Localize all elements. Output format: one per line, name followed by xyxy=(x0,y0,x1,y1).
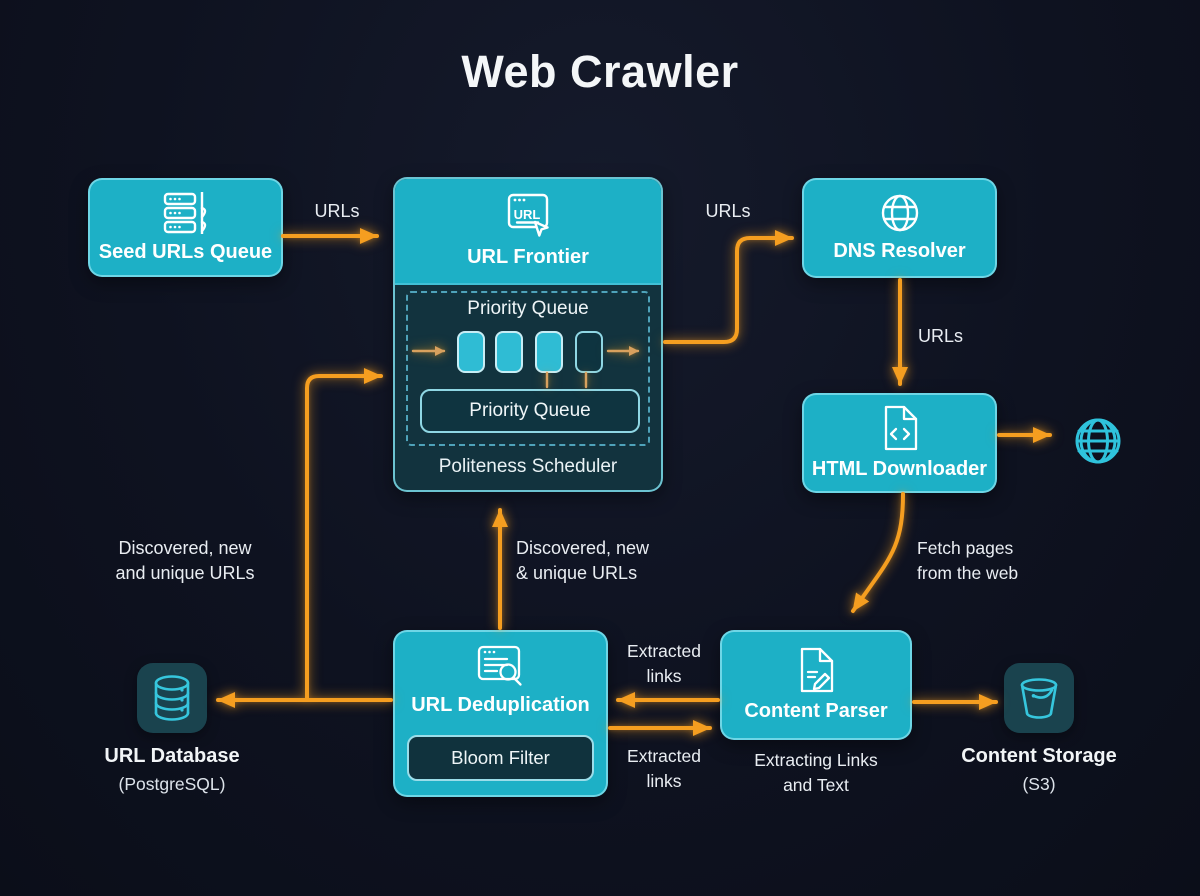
arrow-downloader-to-parser xyxy=(851,492,905,613)
content-parser-sublabel: Extracting Links and Text xyxy=(754,750,878,795)
edge-label-dns-to-downloader: URLs xyxy=(918,326,964,346)
edge-label-frontier-to-dns: URLs xyxy=(705,201,751,221)
queue-cell xyxy=(535,331,563,373)
code-file-icon xyxy=(884,405,917,451)
edge-label-extracted-links-top: Extracted links xyxy=(627,641,701,686)
url-database-label: URL Database xyxy=(104,745,240,767)
edge-label-discovered-center: Discovered, new & unique URLs xyxy=(516,538,650,583)
node-seed-urls-queue: Seed URLs Queue xyxy=(88,178,283,277)
node-label: Content Parser xyxy=(744,700,888,722)
internet-globe-icon xyxy=(1075,418,1121,464)
node-label: URL Deduplication xyxy=(411,694,590,716)
node-label: URL Frontier xyxy=(467,246,589,268)
node-dns-resolver: DNS Resolver xyxy=(802,178,997,278)
bucket-icon xyxy=(1020,678,1058,719)
node-html-downloader: HTML Downloader xyxy=(802,393,997,493)
priority-queue-dashed-box xyxy=(406,291,650,446)
node-url-deduplication: URL Deduplication Bloom Filter xyxy=(393,630,608,797)
edge-label-extracted-links-bottom: Extracted links xyxy=(627,746,701,791)
priority-queue-bottom-box: Priority Queue xyxy=(420,389,640,433)
priority-queue-top-label: Priority Queue xyxy=(467,298,589,319)
url-window-icon: URL xyxy=(507,193,549,237)
edge-label-fetch-pages: Fetch pages from the web xyxy=(917,538,1019,583)
content-storage-label: Content Storage xyxy=(961,745,1117,767)
node-label: DNS Resolver xyxy=(833,240,966,262)
node-content-parser: Content Parser xyxy=(720,630,912,740)
queue-cell xyxy=(457,331,485,373)
server-stack-icon xyxy=(163,191,206,234)
queue-cell xyxy=(495,331,523,373)
url-frontier-header: URL URL Frontier xyxy=(395,179,661,285)
politeness-scheduler-label: Politeness Scheduler xyxy=(438,456,618,477)
search-list-icon xyxy=(477,645,522,686)
globe-icon xyxy=(881,194,918,232)
node-label: Seed URLs Queue xyxy=(98,240,273,263)
content-storage-tile xyxy=(1004,663,1074,733)
arrow-frontier-to-dns xyxy=(663,230,794,344)
edge-label-seed-to-frontier: URLs xyxy=(314,201,360,221)
url-database-tile xyxy=(137,663,207,733)
arrow-dedup-to-frontier-left xyxy=(305,368,383,702)
content-storage-sublabel: (S3) xyxy=(1022,774,1056,794)
page-title: Web Crawler xyxy=(461,46,739,97)
url-database-sublabel: (PostgreSQL) xyxy=(118,774,226,794)
edge-label-discovered-left: Discovered, new and unique URLs xyxy=(115,538,255,583)
node-label: HTML Downloader xyxy=(811,458,988,480)
priority-queue-bottom-label: Priority Queue xyxy=(469,400,591,421)
bloom-filter-label: Bloom Filter xyxy=(451,747,550,768)
document-edit-icon xyxy=(800,647,834,693)
bloom-filter-box: Bloom Filter xyxy=(407,735,594,781)
queue-cell-empty xyxy=(575,331,603,373)
database-icon xyxy=(154,675,190,721)
node-url-frontier: URL URL Frontier Priority Queue Priority… xyxy=(393,177,663,492)
url-icon-text: URL xyxy=(514,207,541,222)
